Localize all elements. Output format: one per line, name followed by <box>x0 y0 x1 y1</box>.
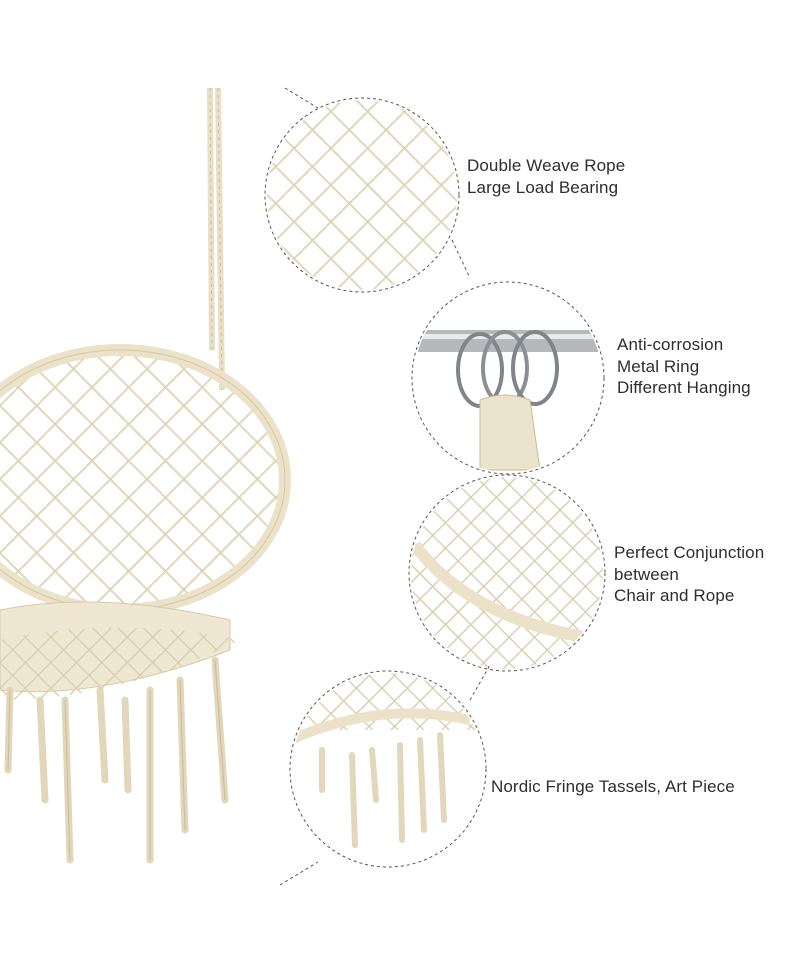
label-line: between <box>614 564 679 584</box>
label-line: Double Weave Rope <box>467 156 626 175</box>
label-line: Metal Ring <box>617 356 700 376</box>
callout-label-conjunction: Perfect Conjunction between Chair and Ro… <box>614 542 764 607</box>
callout-label-ring: Anti-corrosion Metal Ring Different Hang… <box>617 334 751 399</box>
label-line: Different Hanging <box>617 378 751 397</box>
label-line: Large Load Bearing <box>467 177 619 197</box>
callout-circle-tassels <box>279 670 487 886</box>
callout-circle-conjunction <box>408 474 606 701</box>
label-line: Anti-corrosion <box>617 335 724 354</box>
callout-label-tassels: Nordic Fringe Tassels, Art Piece <box>491 776 735 798</box>
callout-label-rope: Double Weave Rope Large Load Bearing <box>467 155 625 198</box>
label-line: Perfect Conjunction <box>614 543 765 562</box>
hanging-chair <box>0 87 291 864</box>
callout-circle-rope-weave <box>264 87 471 293</box>
label-line: Nordic Fringe Tassels, Art Piece <box>491 777 735 796</box>
callout-circle-metal-ring <box>411 281 605 475</box>
label-line: Chair and Rope <box>614 586 735 605</box>
